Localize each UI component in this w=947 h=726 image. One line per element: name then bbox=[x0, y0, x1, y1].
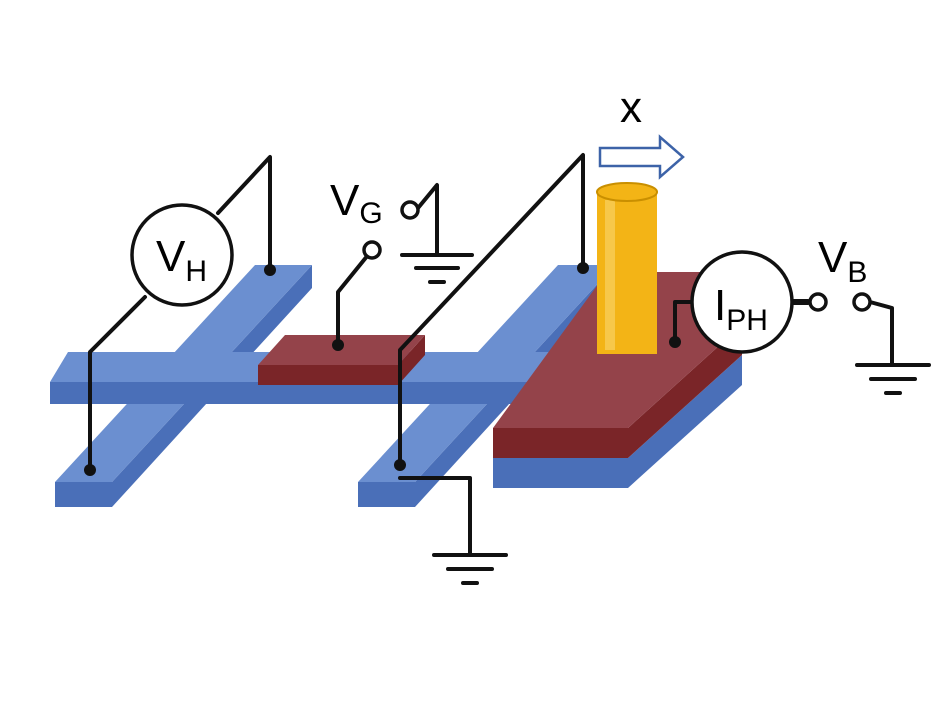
probe-highlight bbox=[605, 200, 615, 350]
channel-front-side bbox=[50, 382, 620, 404]
photocurrent-meter-subscript: PH bbox=[726, 304, 768, 337]
right-cross-arm-side bbox=[358, 482, 415, 507]
contact-dot bbox=[264, 264, 276, 276]
vg-ground-terminal bbox=[400, 200, 420, 220]
hall-voltmeter-circle bbox=[130, 203, 234, 307]
contact-points bbox=[84, 262, 681, 476]
hall-voltmeter-subscript: H bbox=[185, 255, 207, 288]
svg-text:IPH: IPH bbox=[714, 281, 768, 337]
left-cross-arm-side bbox=[55, 482, 112, 507]
slab-red-front bbox=[493, 428, 628, 458]
gate-voltage-subscript: G bbox=[359, 197, 382, 230]
slab-blue-front bbox=[493, 458, 628, 488]
probe-top bbox=[596, 182, 658, 202]
slab-blue-right bbox=[628, 355, 742, 488]
photocurrent-meter: IPH bbox=[690, 250, 794, 354]
slab-red-right bbox=[628, 325, 742, 458]
photocurrent-meter-symbol: I bbox=[714, 281, 726, 330]
optical-probe bbox=[596, 182, 658, 354]
contact-dot bbox=[577, 262, 589, 274]
gate-voltage-label: VG bbox=[330, 176, 383, 230]
vg-wire bbox=[336, 253, 370, 347]
ground-symbol-top bbox=[400, 253, 474, 284]
hall-bar bbox=[50, 265, 640, 507]
iph-wire bbox=[673, 300, 697, 344]
vb-terminal bbox=[852, 292, 872, 312]
contact-dot bbox=[84, 464, 96, 476]
gate-voltage-symbol: V bbox=[330, 176, 360, 225]
ground-symbol-right bbox=[855, 363, 931, 395]
photocurrent-meter-circle bbox=[690, 250, 794, 354]
gate-electrode-right bbox=[398, 335, 425, 385]
gate-electrode-top bbox=[258, 335, 425, 365]
contact-dot bbox=[669, 336, 681, 348]
contact-dot bbox=[394, 459, 406, 471]
bias-voltage-label: VB bbox=[818, 233, 867, 289]
hall-voltmeter: VH bbox=[130, 203, 234, 307]
gate-electrode bbox=[258, 335, 425, 385]
vg-terminal bbox=[362, 240, 382, 260]
vh-wire-left bbox=[88, 295, 147, 472]
bottom-ground-wire bbox=[398, 476, 472, 557]
scan-direction: x bbox=[598, 83, 685, 180]
contact-wire bbox=[398, 153, 585, 467]
iph-terminal bbox=[808, 292, 828, 312]
vb-ground-wire bbox=[868, 300, 894, 367]
vg-ground-wire bbox=[416, 183, 439, 257]
vh-wire-right bbox=[216, 155, 272, 272]
gate-electrode-front bbox=[258, 365, 398, 385]
bias-voltage-subscript: B bbox=[847, 256, 867, 289]
hall-voltmeter-symbol: V bbox=[156, 232, 186, 281]
bias-voltage-symbol: V bbox=[818, 233, 848, 282]
arrow-right-icon bbox=[598, 134, 685, 180]
contact-dot bbox=[332, 339, 344, 351]
wiring bbox=[88, 153, 894, 557]
svg-text:VH: VH bbox=[156, 232, 207, 288]
ground-symbol-bottom bbox=[432, 553, 508, 585]
scan-label: x bbox=[620, 83, 642, 132]
